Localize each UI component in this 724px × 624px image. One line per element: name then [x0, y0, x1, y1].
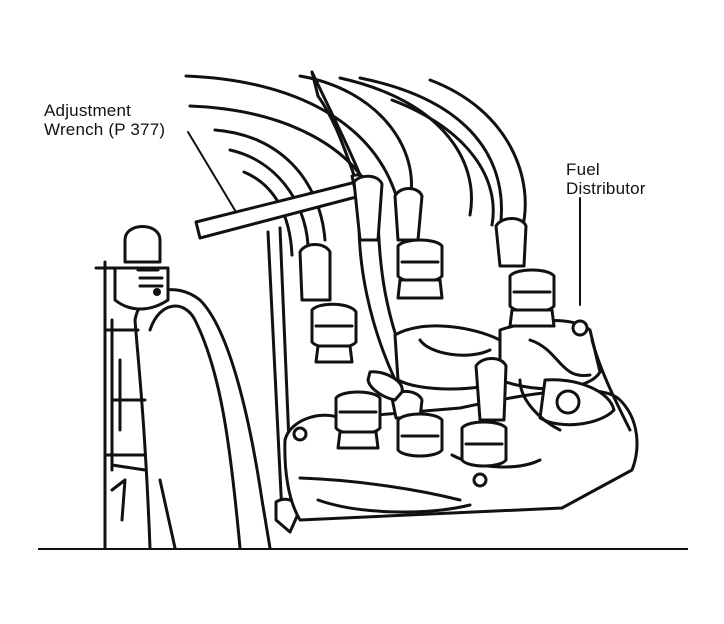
intake-hose — [133, 288, 272, 550]
line-fitting-6 — [390, 390, 444, 458]
line-fitting-5 — [334, 390, 382, 450]
bolt-top-left — [113, 225, 170, 311]
adjustment-wrench-label: Adjustment Wrench (P 377) — [44, 101, 165, 139]
line-fitting-4 — [352, 174, 384, 242]
line-fitting-8 — [366, 370, 404, 402]
engine-block — [94, 260, 147, 550]
line-fitting-1 — [298, 243, 358, 364]
wrench-leader-line — [187, 131, 237, 213]
line-fitting-2 — [393, 187, 444, 300]
fuel-distributor-label-line-1: Fuel — [566, 160, 600, 179]
line-fitting-3 — [494, 217, 556, 328]
adjustment-wrench-label-line-1: Adjustment — [44, 101, 132, 120]
adjustment-wrench-label-line-2: Wrench (P 377) — [44, 120, 166, 139]
line-fitting-7 — [460, 357, 508, 468]
fuel-distributor-label-line-2: Distributor — [566, 179, 646, 198]
fuel-distributor-label: Fuel Distributor — [566, 160, 646, 198]
